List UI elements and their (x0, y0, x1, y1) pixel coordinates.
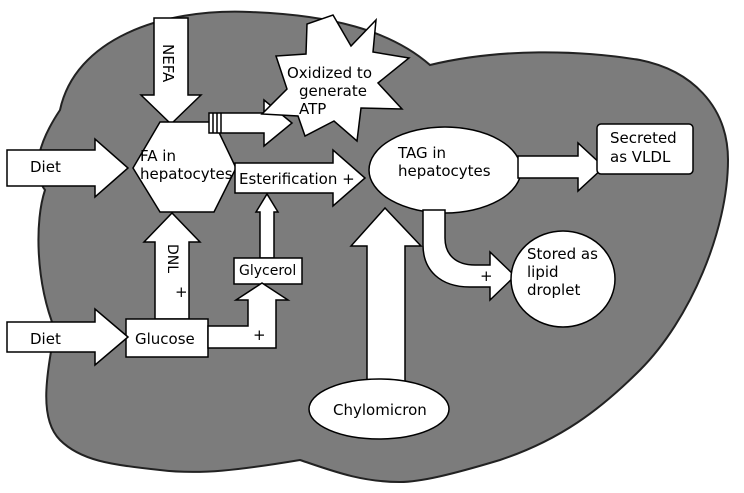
fa-label-2: hepatocytes (140, 165, 233, 183)
chylomicron-label: Chylomicron (333, 401, 427, 419)
glucose-to-glycerol-arrow (207, 282, 291, 349)
nefa-label: NEFA (159, 44, 177, 83)
esterification-arrow (234, 148, 367, 208)
dnl-plus: + (175, 283, 188, 301)
tag-label-2: hepatocytes (398, 162, 491, 180)
dnl-arrow (142, 211, 202, 320)
secreted-arrow (517, 141, 606, 193)
glucose-plus: + (253, 326, 266, 344)
stored-label-3: droplet (527, 281, 581, 299)
oxidized-starburst (260, 14, 411, 143)
stored-label-1: Stored as (527, 245, 598, 263)
chylomicron-ellipse (308, 378, 450, 440)
diet-bottom-label: Diet (30, 330, 61, 348)
diet-bottom-arrow (6, 307, 130, 367)
chylomicron-arrow (349, 206, 423, 393)
oxidized-label-1: Oxidized to (287, 64, 372, 82)
secreted-label-2: as VLDL (610, 148, 671, 166)
fa-label-1: FA in (140, 147, 176, 165)
oxidized-label-3: ATP (299, 100, 327, 118)
stored-circle (510, 230, 616, 328)
oxidized-label-2: generate (299, 82, 367, 100)
diet-top-arrow (6, 137, 130, 199)
secreted-label-1: Secreted (610, 129, 677, 147)
glycerol-label: Glycerol (239, 263, 297, 279)
nefa-arrow (139, 17, 203, 126)
glucose-label: Glucose (135, 330, 195, 348)
stored-plus: + (480, 267, 493, 285)
esterification-label: Esterification + (239, 170, 355, 188)
secreted-box (596, 123, 694, 175)
glycerol-up-arrow (254, 192, 280, 259)
tag-label-1: TAG in (398, 144, 447, 162)
diet-top-label: Diet (30, 158, 61, 176)
dnl-label: DNL (164, 244, 180, 274)
stored-label-2: lipid (527, 263, 559, 281)
glycerol-box (233, 257, 303, 285)
